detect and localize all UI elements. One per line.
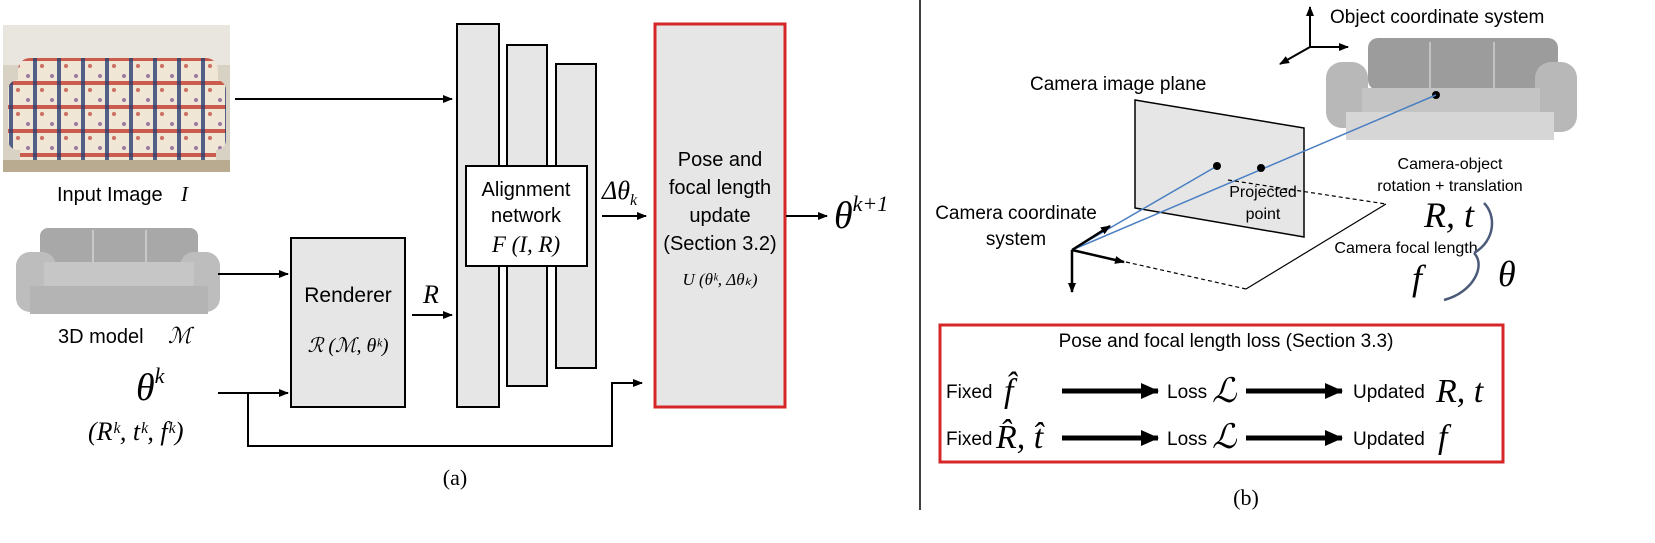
update-line3: update: [689, 205, 750, 227]
alignment-formula: F (I, R): [491, 232, 560, 257]
input-image-symbol: I: [180, 182, 189, 206]
loss-row2-loss-symbol: ℒ: [1212, 419, 1238, 456]
update-line2: focal length: [669, 177, 771, 199]
alignment-line2: network: [491, 205, 562, 227]
f-symbol: f: [1412, 258, 1427, 298]
loss-row1-loss: Loss: [1167, 382, 1207, 403]
update-box: [653, 22, 787, 409]
input-image-label: Input Image: [57, 184, 163, 206]
brace-rt: [1473, 202, 1494, 255]
brace-f: [1443, 252, 1480, 302]
loss-row2-fixed-value: R̂, t̂: [995, 418, 1045, 456]
model-symbol: ℳ: [168, 323, 195, 348]
alignment-network-box: [465, 165, 588, 267]
loss-row1-fixed: Fixed: [946, 382, 992, 403]
loss-row2-loss: Loss: [1167, 429, 1207, 450]
frustum-edge: [1245, 203, 1387, 290]
update-line1: Pose and: [678, 149, 763, 171]
loss-box: [938, 323, 1505, 464]
loss-row2-updated: Updated: [1353, 429, 1425, 450]
renderer-formula: ℛ (ℳ, θᵏ): [307, 335, 388, 357]
projected-line1: Projected: [1229, 184, 1297, 201]
alignment-line1: Alignment: [482, 179, 571, 201]
caption-b: (b): [1233, 485, 1259, 510]
render-output-r: R: [422, 280, 439, 309]
object-axes: [1279, 6, 1349, 65]
model-label: 3D model: [58, 326, 144, 348]
loss-row1-updated-value: R, t: [1435, 373, 1485, 410]
rt-symbol: R, t: [1423, 195, 1475, 235]
input-image-photo: [3, 25, 230, 172]
image-point-dot: [1257, 164, 1265, 172]
object-sofa: [1326, 38, 1577, 140]
projected-line2: point: [1246, 206, 1281, 223]
delta-theta: Δθk: [601, 176, 638, 209]
object-cs-label: Object coordinate system: [1330, 7, 1544, 28]
theta-symbol: θ: [1498, 254, 1516, 294]
focal-length-label: Camera focal length: [1334, 240, 1477, 257]
update-line4: (Section 3.2): [663, 233, 776, 255]
3d-model-sofa: [16, 228, 220, 314]
ray-upper: [1071, 94, 1437, 251]
loss-row1-loss-symbol: ℒ: [1212, 373, 1238, 410]
camera-cs-line1: Camera coordinate: [935, 203, 1097, 224]
update-formula: U (θᵏ, Δθₖ): [682, 270, 757, 289]
theta-next: θk+1: [834, 191, 888, 237]
theta-k: θk: [136, 363, 166, 409]
renderer-box: [290, 237, 406, 408]
projected-point-dot: [1213, 162, 1221, 170]
panel-b: Object coordinate system Camera image pl…: [935, 6, 1577, 510]
loss-row2-fixed: Fixed: [946, 429, 992, 450]
arrow-theta-to-update: [247, 379, 643, 447]
camera-cs-line2: system: [986, 229, 1046, 250]
camera-object-line1: Camera-object: [1398, 156, 1503, 173]
loss-title: Pose and focal length loss (Section 3.3): [1059, 331, 1394, 352]
panel-a: Input Image I 3D model ℳ θk (Rᵏ, tᵏ, fᵏ)…: [3, 22, 888, 490]
renderer-label: Renderer: [304, 284, 392, 307]
image-plane-label: Camera image plane: [1030, 74, 1206, 95]
dashed-plane-edge-top: [1227, 179, 1387, 205]
camera-axes: [1068, 224, 1125, 293]
dashed-plane-edge-bottom: [1125, 261, 1247, 290]
caption-a: (a): [443, 465, 467, 490]
camera-object-line2: rotation + translation: [1377, 178, 1522, 195]
theta-k-components: (Rᵏ, tᵏ, fᵏ): [88, 417, 184, 446]
loss-row1-updated: Updated: [1353, 382, 1425, 403]
